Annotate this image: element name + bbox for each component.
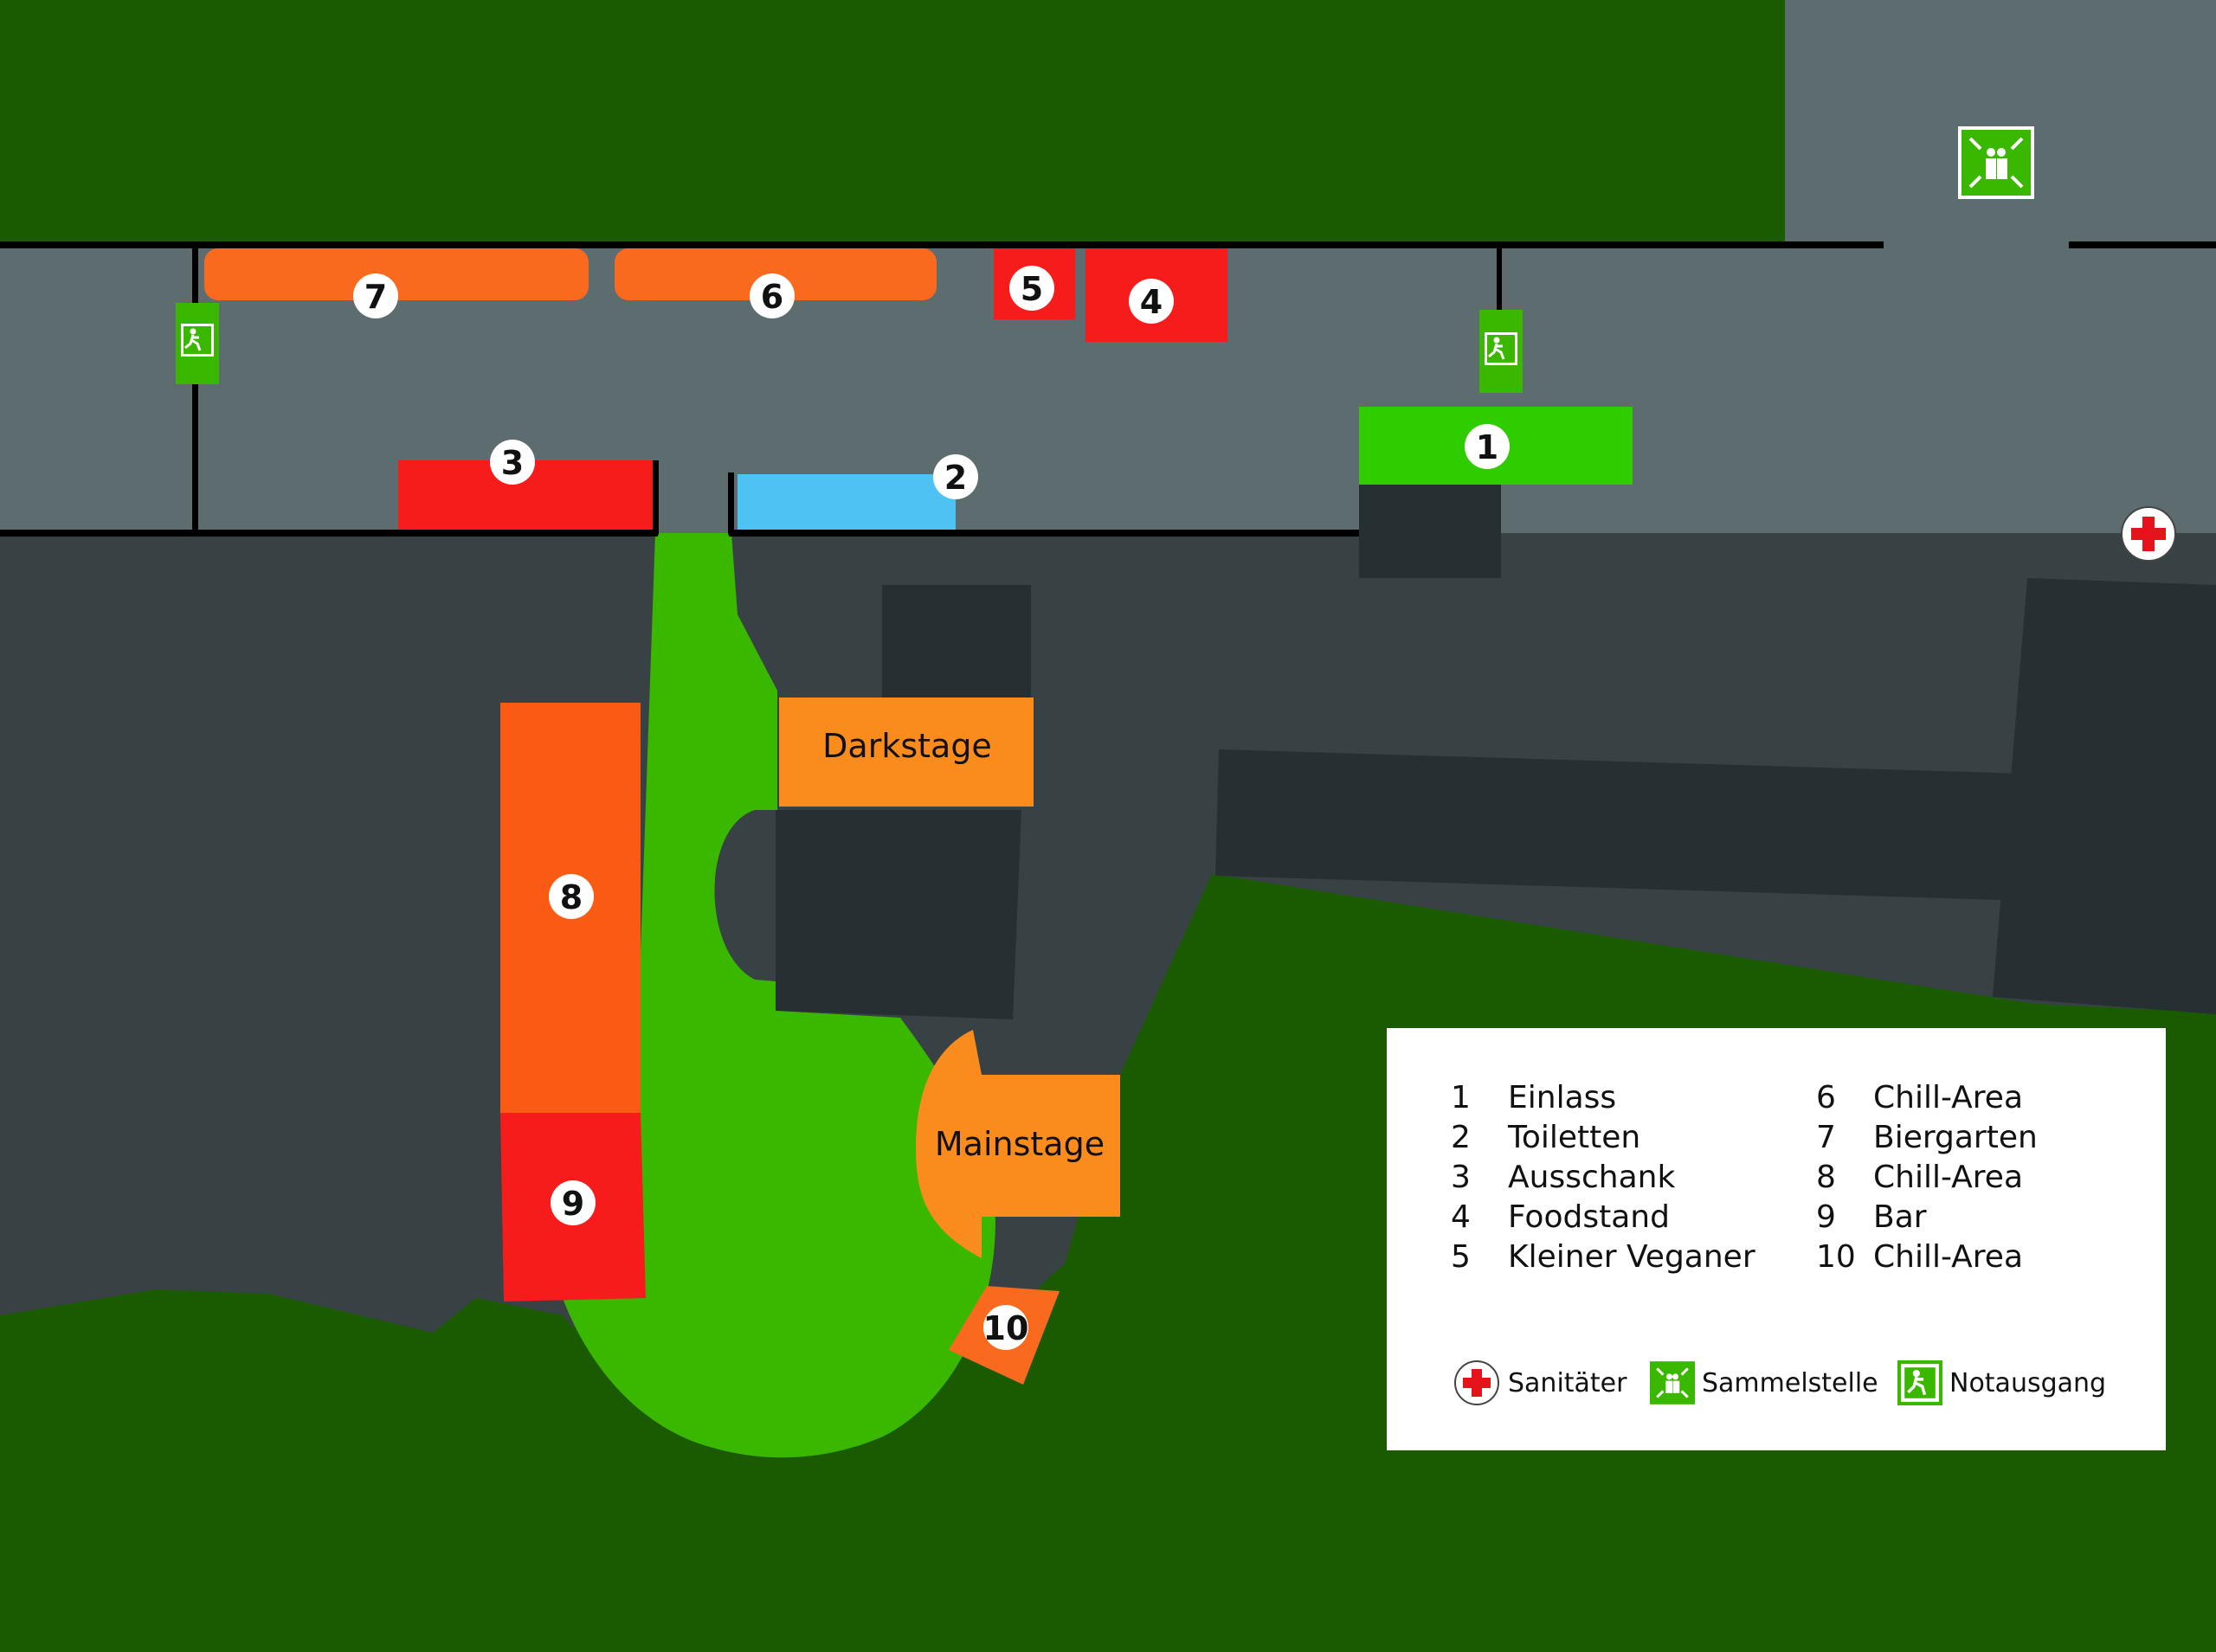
legend-label: Chill-Area <box>1873 1239 2024 1275</box>
svg-text:8: 8 <box>560 878 583 916</box>
emergency-exit-icon[interactable] <box>1479 310 1523 393</box>
legend-number: 9 <box>1816 1199 1836 1235</box>
building <box>1215 749 2026 900</box>
legend-label: Kleiner Veganer <box>1508 1239 1755 1275</box>
legend-item: 3 Ausschank <box>1451 1160 1675 1195</box>
legend-exit-label: Notausgang <box>1949 1367 2107 1398</box>
area-9-badge: 9 <box>551 1180 596 1225</box>
emergency-exit-icon[interactable] <box>176 303 219 384</box>
area-7-biergarten[interactable] <box>204 248 589 300</box>
area-4-badge: 4 <box>1129 279 1174 324</box>
paved-yard-top-right <box>1785 0 2216 251</box>
legend-number: 10 <box>1816 1239 1856 1275</box>
building <box>776 810 1021 1019</box>
darkstage[interactable] <box>779 697 1034 807</box>
area-8-badge: 8 <box>549 874 594 919</box>
svg-text:9: 9 <box>562 1185 584 1223</box>
mainstage[interactable] <box>916 1030 1120 1258</box>
legend-item: 1 Einlass <box>1451 1080 1616 1115</box>
area-5-badge: 5 <box>1009 266 1054 311</box>
legend-item: 7 Biergarten <box>1816 1120 2038 1155</box>
assembly-point-icon[interactable] <box>1958 126 2034 199</box>
area-7-badge: 7 <box>353 273 398 318</box>
legend-number: 8 <box>1816 1160 1836 1195</box>
assembly-point-icon <box>1650 1361 1695 1405</box>
legend-exit: Notausgang <box>1897 1357 2106 1409</box>
legend-label: Bar <box>1873 1199 1927 1235</box>
legend-number: 1 <box>1451 1080 1471 1115</box>
svg-text:10: 10 <box>983 1309 1029 1347</box>
first-aid-icon[interactable] <box>2121 506 2176 562</box>
svg-text:6: 6 <box>761 278 783 316</box>
legend-item: 5 Kleiner Veganer <box>1451 1239 1755 1275</box>
svg-text:5: 5 <box>1021 270 1043 308</box>
building <box>1993 578 2216 1014</box>
legend-number: 3 <box>1451 1160 1471 1195</box>
legend-assembly: Sammelstelle <box>1650 1357 1878 1409</box>
legend-item: 6 Chill-Area <box>1816 1080 2023 1115</box>
area-3-badge: 3 <box>490 440 535 485</box>
area-2-badge: 2 <box>933 454 978 499</box>
legend-item: 9 Bar <box>1816 1199 1927 1235</box>
area-6-badge: 6 <box>750 273 795 318</box>
legend-label: Chill-Area <box>1873 1160 2024 1195</box>
legend-label: Einlass <box>1508 1080 1617 1115</box>
legend-number: 2 <box>1451 1120 1471 1155</box>
legend-item: 10 Chill-Area <box>1816 1239 2023 1275</box>
building <box>882 585 1031 706</box>
legend-item: 8 Chill-Area <box>1816 1160 2023 1195</box>
legend-number: 4 <box>1451 1199 1471 1235</box>
legend-medic: Sanitäter <box>1453 1357 1627 1409</box>
legend-label: Biergarten <box>1873 1120 2038 1155</box>
mainstage-label: Mainstage <box>935 1125 1105 1163</box>
legend-number: 6 <box>1816 1080 1836 1115</box>
legend-item: 4 Foodstand <box>1451 1199 1670 1235</box>
area-10-badge: 10 <box>983 1305 1029 1350</box>
legend-number: 5 <box>1451 1239 1471 1275</box>
legend-label: Chill-Area <box>1873 1080 2024 1115</box>
first-aid-icon <box>1454 1360 1499 1405</box>
walls <box>0 241 2216 537</box>
emergency-exit-icon <box>1897 1360 1942 1405</box>
legend-label: Toiletten <box>1508 1120 1641 1155</box>
area-2-toiletten[interactable] <box>738 474 956 530</box>
darkstage-label: Darkstage <box>822 727 992 765</box>
legend-item: 2 Toiletten <box>1451 1120 1640 1155</box>
svg-text:2: 2 <box>944 459 967 497</box>
legend-assembly-label: Sammelstelle <box>1702 1367 1878 1398</box>
svg-text:7: 7 <box>364 278 387 316</box>
legend: 1 Einlass 2 Toiletten 3 Ausschank 4 Foodstan… <box>1387 1028 2166 1450</box>
area-1-badge: 1 <box>1465 424 1510 469</box>
building <box>1359 485 1501 578</box>
legend-label: Ausschank <box>1508 1160 1676 1195</box>
legend-medic-label: Sanitäter <box>1508 1367 1627 1398</box>
legend-label: Foodstand <box>1508 1199 1670 1235</box>
svg-text:4: 4 <box>1140 283 1163 321</box>
svg-text:3: 3 <box>501 444 524 482</box>
svg-text:1: 1 <box>1476 428 1498 466</box>
legend-number: 7 <box>1816 1120 1836 1155</box>
